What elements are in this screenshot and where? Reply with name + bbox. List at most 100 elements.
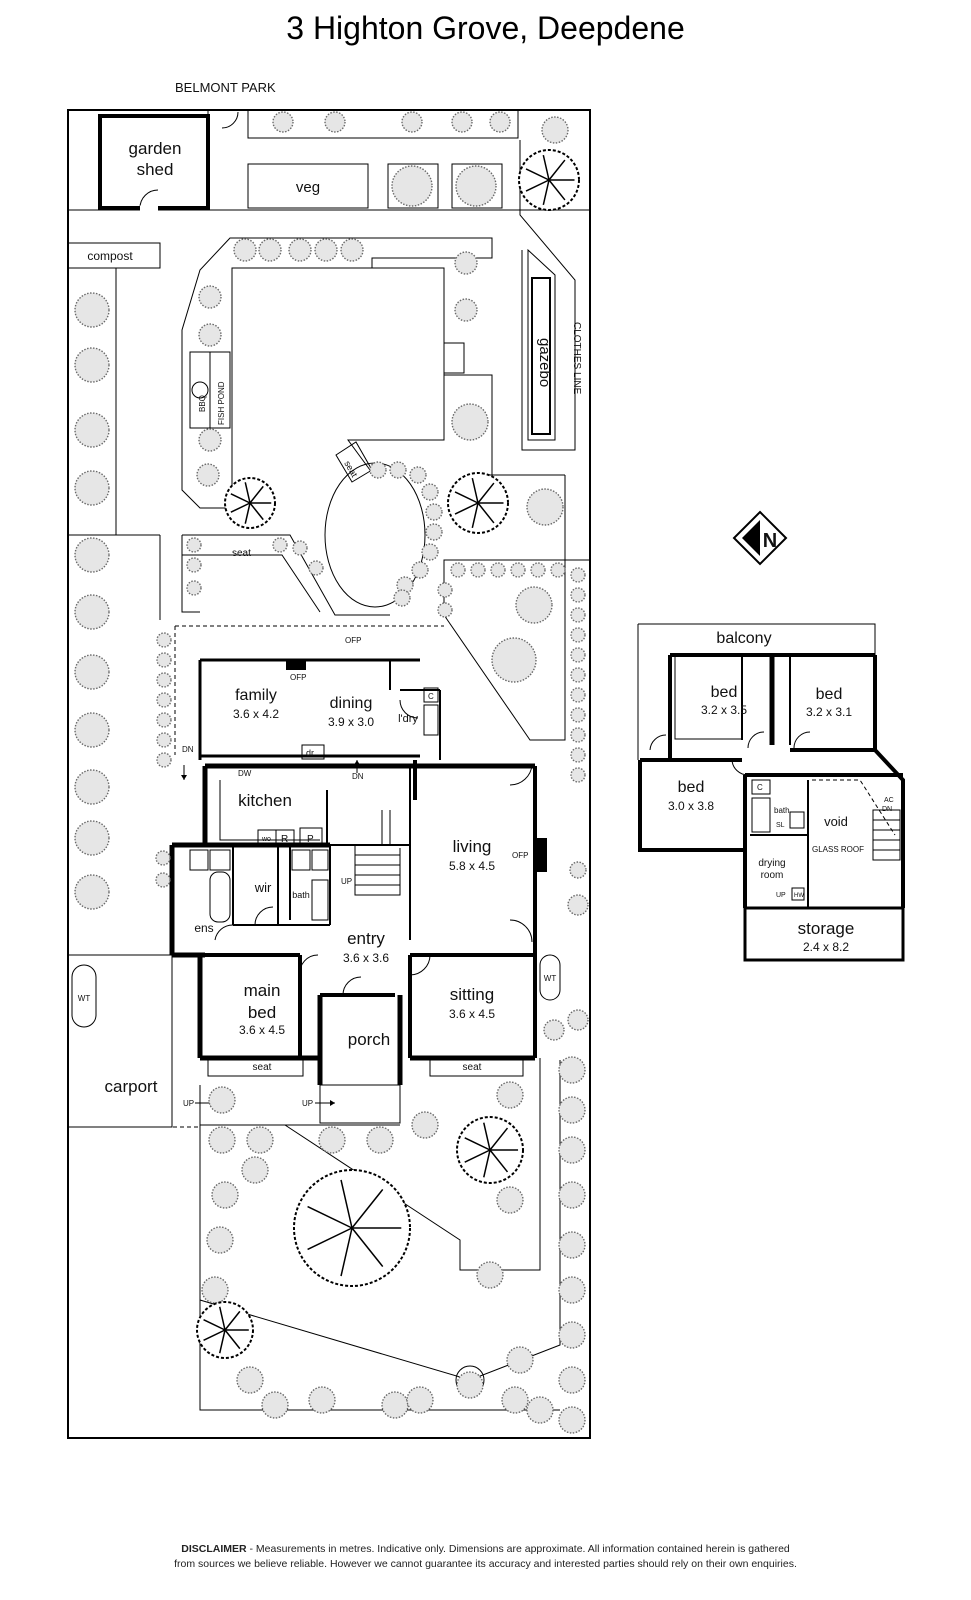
shrub-icon	[558, 1366, 586, 1394]
shrub-icon	[318, 1126, 346, 1154]
shrub-icon	[393, 589, 411, 607]
shrub-icon	[156, 632, 172, 648]
garden-shed-label: garden	[129, 139, 182, 158]
gate-arc	[221, 111, 239, 129]
shrub-icon	[515, 586, 553, 624]
family-label: family	[235, 687, 277, 704]
shrub-icon	[558, 1056, 586, 1084]
tree-icon	[293, 1169, 411, 1287]
shrub-icon	[490, 562, 506, 578]
shrub-icon	[411, 561, 429, 579]
shrub-icon	[550, 562, 566, 578]
shrub-icon	[74, 412, 110, 448]
void-label: void	[824, 814, 848, 829]
shrub-icon	[496, 1186, 524, 1214]
clothes-line-label: CLOTHES LINE	[571, 322, 582, 395]
shrub-icon	[451, 111, 473, 133]
garden-shed: garden shed	[98, 114, 210, 211]
shrub-icon	[409, 466, 427, 484]
shrub-icon	[196, 463, 220, 487]
ff-dn-label: DN	[882, 806, 892, 813]
shrubs	[74, 111, 589, 1434]
ff-sl-label: SL	[776, 822, 785, 829]
entry-dims: 3.6 x 3.6	[343, 951, 389, 965]
shrub-icon	[543, 1019, 565, 1041]
tree-icon	[447, 472, 509, 534]
shrub-icon	[437, 602, 453, 618]
shrub-icon	[558, 1406, 586, 1434]
kitchen-label: kitchen	[238, 791, 292, 810]
compass-label: N	[763, 530, 777, 552]
shrub-icon	[401, 111, 423, 133]
living-label: living	[453, 837, 492, 856]
seat-bed-label: seat	[253, 1062, 272, 1073]
shrub-icon	[74, 820, 110, 856]
shrub-icon	[454, 251, 478, 275]
dining-label: dining	[330, 695, 373, 712]
laundry-c-label: C	[428, 692, 434, 701]
shrub-icon	[558, 1276, 586, 1304]
ff-c-label: C	[757, 783, 763, 792]
shrub-icon	[526, 1396, 554, 1424]
shrub-icon	[186, 580, 202, 596]
drying-room-label-2: room	[761, 870, 784, 881]
bed3-dims: 3.0 x 3.8	[668, 799, 714, 813]
trees	[196, 149, 580, 1359]
dining-dims: 3.9 x 3.0	[328, 715, 374, 729]
shrub-icon	[526, 488, 564, 526]
hw-label: HW	[794, 893, 804, 899]
dn-centre-label: DN	[352, 772, 364, 781]
ofp-family-label: OFP	[290, 673, 306, 682]
shrub-icon	[421, 483, 439, 501]
shrub-icon	[489, 111, 511, 133]
shrub-icon	[156, 752, 172, 768]
shrub-icon	[198, 323, 222, 347]
shrub-icon	[437, 582, 453, 598]
shrub-icon	[74, 654, 110, 690]
seat-label-garden: seat	[232, 548, 251, 559]
shrub-icon	[470, 562, 486, 578]
shrub-icon	[570, 627, 586, 643]
tree-icon	[456, 1116, 524, 1184]
balcony-label: balcony	[716, 630, 771, 647]
shrub-icon	[389, 461, 407, 479]
first-floor-labels: balcony bed 3.2 x 3.5 bed 3.2 x 3.1 bed …	[668, 630, 894, 954]
shrub-icon	[156, 692, 172, 708]
shrub-icon	[567, 894, 589, 916]
shrub-icon	[570, 747, 586, 763]
shrub-icon	[411, 1111, 439, 1139]
shrub-icon	[570, 707, 586, 723]
compost-label: compost	[87, 249, 133, 263]
ac-label: AC	[884, 797, 894, 804]
shrub-icon	[272, 111, 294, 133]
shrub-icon	[510, 562, 526, 578]
living-dims: 5.8 x 4.5	[449, 859, 495, 873]
shrub-icon	[369, 461, 387, 479]
shrub-icon	[456, 1371, 484, 1399]
bath-label: bath	[292, 890, 310, 900]
shrub-icon	[74, 537, 110, 573]
shrub-icon	[308, 560, 324, 576]
ff-bath-label: bath	[774, 806, 790, 815]
sitting-label: sitting	[450, 985, 494, 1004]
veg-bed-top	[247, 109, 519, 139]
main-bed-label-2: bed	[248, 1003, 276, 1022]
bed2-label: bed	[816, 686, 843, 703]
shrub-icon	[506, 1346, 534, 1374]
porch-label: porch	[348, 1030, 391, 1049]
house-walls	[67, 625, 561, 1411]
shrub-icon	[391, 165, 433, 207]
p-label: P	[307, 834, 314, 845]
shrub-icon	[570, 587, 586, 603]
shrub-icon	[541, 116, 569, 144]
first-floor	[637, 623, 905, 962]
shrub-icon	[558, 1181, 586, 1209]
shrub-icon	[74, 594, 110, 630]
shrub-icon	[425, 503, 443, 521]
shrub-icon	[450, 562, 466, 578]
garden-shed-label-2: shed	[137, 160, 174, 179]
shrub-icon	[496, 1081, 524, 1109]
disclaimer-line-1: - Measurements in metres. Indicative onl…	[246, 1543, 790, 1555]
plan-title: 3 Highton Grove, Deepdene	[286, 10, 685, 46]
